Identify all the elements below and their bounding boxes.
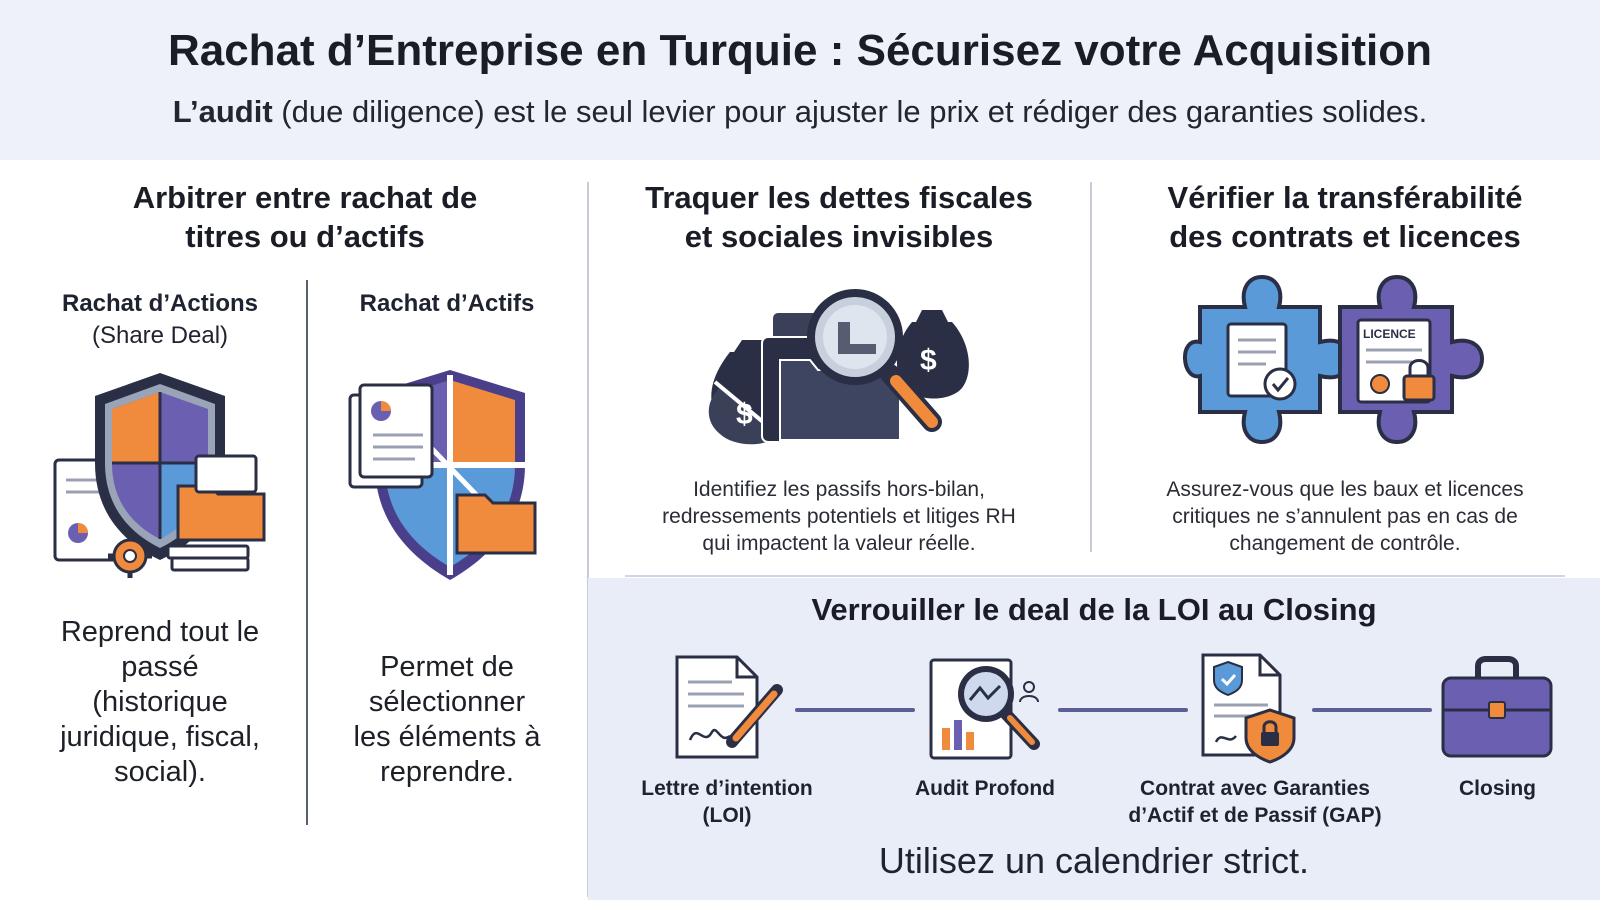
asset-desc-line2: sélectionner (368, 686, 526, 718)
step1-label-line1: Lettre d’intention (641, 777, 813, 800)
licence-label: LICENCE (1363, 327, 1416, 341)
share-desc-line5: social). (114, 756, 206, 788)
section1-title-line1: Arbitrer entre rachat de (132, 180, 478, 215)
share-deal-description: Reprend tout le passé (historique juridi… (20, 615, 300, 790)
timeline-footnote: Utilisez un calendrier strict. (878, 840, 1310, 881)
step-label-gap: Contrat avec Garanties d’Actif et de Pas… (1110, 775, 1400, 829)
share-desc-line2: passé (121, 651, 199, 683)
step4-label-line1: Closing (1459, 777, 1536, 800)
section2-title-line1: Traquer les dettes fiscales (645, 180, 1033, 215)
step-label-loi: Lettre d’intention (LOI) (612, 775, 842, 829)
asset-deal-heading: Rachat d’Actifs (312, 288, 582, 320)
header-banner (0, 0, 1600, 160)
audit-magnifier-icon (929, 658, 1040, 760)
section2-desc-line2: redressements potentiels et litiges RH (662, 505, 1016, 528)
connector-2-3 (1058, 708, 1188, 712)
section3-description: Assurez-vous que les baux et licences cr… (1100, 476, 1590, 557)
share-desc-line3: (historique (92, 686, 228, 718)
asset-desc-line1: Permet de (380, 651, 514, 683)
step3-label-line2: d’Actif et de Passif (GAP) (1128, 804, 1382, 827)
signed-document-icon (675, 655, 783, 759)
asset-desc-line3: les éléments à (353, 721, 541, 753)
share-deal-subtitle: (Share Deal) (91, 322, 229, 349)
share-deal-title: Rachat d’Actions (61, 290, 259, 317)
step2-label-line1: Audit Profond (915, 777, 1055, 800)
page-title: Rachat d’Entreprise en Turquie : Sécuris… (167, 26, 1433, 75)
step3-label-line1: Contrat avec Garanties (1140, 777, 1370, 800)
section2-title-line2: et sociales invisibles (684, 219, 994, 254)
split-shield-icon (348, 370, 537, 580)
timeline-title: Verrouiller le deal de la LOI au Closing (811, 592, 1377, 627)
briefcase-icon (1441, 656, 1553, 758)
section2-description: Identifiez les passifs hors-bilan, redre… (600, 476, 1078, 557)
section3-desc-line2: critiques ne s’annulent pas en cas de (1172, 505, 1518, 528)
asset-deal-title: Rachat d’Actifs (359, 290, 535, 317)
section3-title-line2: des contrats et licences (1169, 219, 1521, 254)
share-desc-line1: Reprend tout le (60, 616, 260, 648)
step-label-closing: Closing (1425, 775, 1570, 802)
connector-3-4 (1312, 708, 1432, 712)
asset-desc-line4: reprendre. (380, 756, 514, 788)
section1-title-line2: titres ou d’actifs (185, 219, 425, 254)
section3-title-line1: Vérifier la transférabilité (1167, 180, 1523, 215)
page-subtitle: L’audit (due diligence) est le seul levi… (0, 94, 1600, 130)
hidden-debts-magnifier-icon: $ $ (708, 289, 969, 445)
shield-documents-icon (53, 373, 266, 578)
puzzle-contract-licence-icon: LICENCE (1183, 274, 1485, 445)
left-bag-dollar: $ (736, 398, 753, 431)
section3-title: Vérifier la transférabilité des contrats… (1100, 178, 1590, 256)
subtitle-rest: (due diligence) est le seul levier pour … (272, 94, 1428, 129)
timeline-panel-divider (625, 575, 1565, 577)
divider-section-2-3 (1090, 182, 1092, 552)
section3-desc-line3: changement de contrôle. (1229, 532, 1461, 555)
section2-desc-line3: qui impactent la valeur réelle. (702, 532, 976, 555)
section2-title: Traquer les dettes fiscales et sociales … (600, 178, 1078, 256)
share-deal-heading: Rachat d’Actions (Share Deal) (20, 288, 300, 352)
share-desc-line4: juridique, fiscal, (60, 721, 260, 753)
divider-share-asset (306, 280, 308, 825)
divider-section-1-2 (587, 182, 589, 897)
right-bag-dollar: $ (920, 344, 937, 377)
section1-title: Arbitrer entre rachat de titres ou d’act… (40, 178, 570, 256)
section2-desc-line1: Identifiez les passifs hors-bilan, (693, 478, 985, 501)
connector-1-2 (795, 708, 915, 712)
step1-label-line2: (LOI) (702, 804, 752, 827)
contract-lock-icon (1201, 653, 1296, 764)
section3-desc-line1: Assurez-vous que les baux et licences (1166, 478, 1524, 501)
subtitle-bold: L’audit (172, 94, 273, 129)
step-label-audit: Audit Profond (880, 775, 1090, 802)
asset-deal-description: Permet de sélectionner les éléments à re… (312, 650, 582, 790)
